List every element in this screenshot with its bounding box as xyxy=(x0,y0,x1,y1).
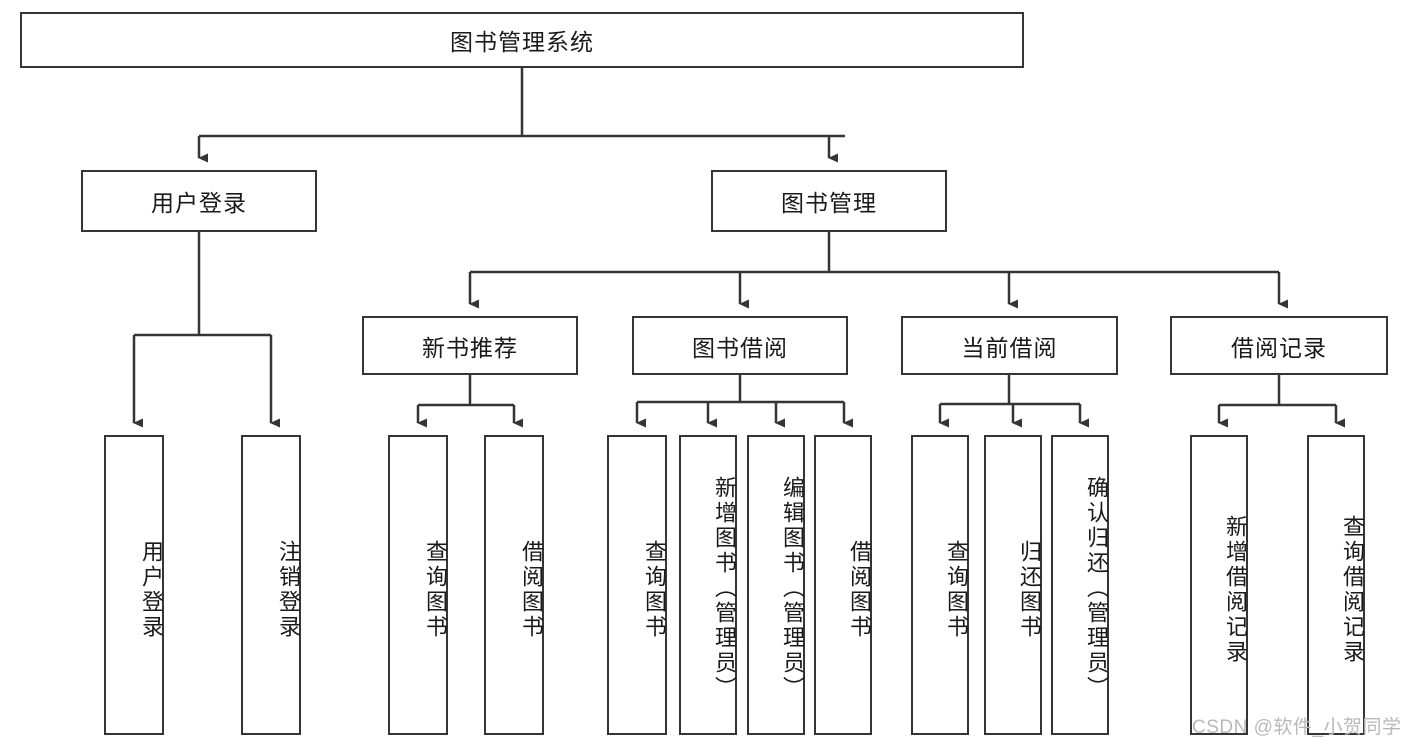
node-leaf-add-book[interactable]: 新增图书（管理员） xyxy=(679,435,737,735)
node-leaf-query-record[interactable]: 查询借阅记录 xyxy=(1307,435,1365,735)
node-leaf-user-login-label: 用户登录 xyxy=(139,540,164,640)
node-borrow-record-label: 借阅记录 xyxy=(1231,334,1327,361)
node-new-book-rec[interactable]: 新书推荐 xyxy=(362,316,578,375)
node-leaf-user-logout[interactable]: 注销登录 xyxy=(241,435,301,735)
watermark-text: CSDN @软件_小贺同学 xyxy=(1192,717,1402,738)
node-leaf-return-book[interactable]: 归还图书 xyxy=(984,435,1042,735)
node-leaf-query-book-2[interactable]: 查询图书 xyxy=(607,435,667,735)
node-leaf-query-book-1-label: 查询图书 xyxy=(423,540,448,640)
node-new-book-rec-label: 新书推荐 xyxy=(422,334,518,361)
node-leaf-add-record-label: 新增借阅记录 xyxy=(1223,515,1248,665)
node-current-borrow[interactable]: 当前借阅 xyxy=(901,316,1118,375)
node-leaf-edit-book[interactable]: 编辑图书（管理员） xyxy=(747,435,805,735)
node-leaf-add-record[interactable]: 新增借阅记录 xyxy=(1190,435,1248,735)
node-user-login[interactable]: 用户登录 xyxy=(81,170,317,232)
node-book-manage[interactable]: 图书管理 xyxy=(711,170,947,232)
node-root[interactable]: 图书管理系统 xyxy=(20,12,1024,68)
node-leaf-borrow-book-2-label: 借阅图书 xyxy=(847,540,872,640)
node-leaf-borrow-book-2[interactable]: 借阅图书 xyxy=(814,435,872,735)
node-leaf-user-logout-label: 注销登录 xyxy=(276,540,301,640)
node-leaf-query-book-1[interactable]: 查询图书 xyxy=(388,435,448,735)
node-leaf-confirm-return-label: 确认归还（管理员） xyxy=(1084,475,1109,701)
node-root-label: 图书管理系统 xyxy=(450,29,594,55)
node-leaf-return-book-label: 归还图书 xyxy=(1017,540,1042,640)
node-leaf-query-book-3[interactable]: 查询图书 xyxy=(911,435,969,735)
node-leaf-query-book-2-label: 查询图书 xyxy=(642,540,667,640)
node-leaf-query-book-3-label: 查询图书 xyxy=(944,540,969,640)
node-book-borrow[interactable]: 图书借阅 xyxy=(632,316,848,375)
node-leaf-query-record-label: 查询借阅记录 xyxy=(1340,515,1365,665)
node-leaf-edit-book-label: 编辑图书（管理员） xyxy=(780,475,805,701)
node-user-login-label: 用户登录 xyxy=(151,190,247,216)
node-leaf-borrow-book-1-label: 借阅图书 xyxy=(519,540,544,640)
node-book-borrow-label: 图书借阅 xyxy=(692,334,788,361)
node-leaf-borrow-book-1[interactable]: 借阅图书 xyxy=(484,435,544,735)
node-book-manage-label: 图书管理 xyxy=(781,190,877,216)
node-borrow-record[interactable]: 借阅记录 xyxy=(1170,316,1388,375)
node-leaf-add-book-label: 新增图书（管理员） xyxy=(712,475,737,701)
node-leaf-user-login[interactable]: 用户登录 xyxy=(104,435,164,735)
node-leaf-confirm-return[interactable]: 确认归还（管理员） xyxy=(1051,435,1109,735)
node-current-borrow-label: 当前借阅 xyxy=(961,334,1058,361)
